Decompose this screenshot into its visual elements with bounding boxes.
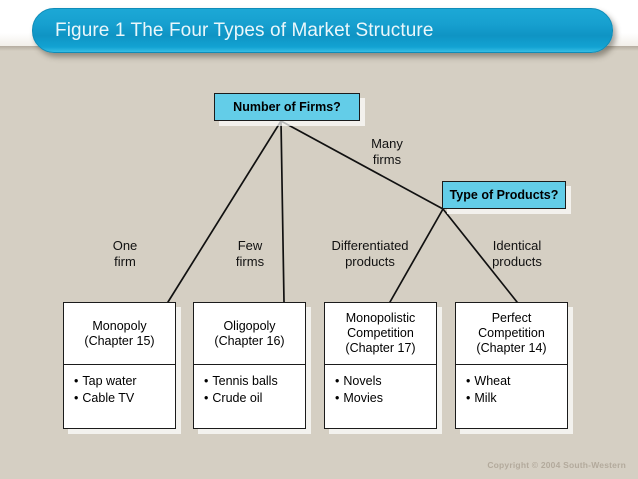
slide-title: Figure 1 The Four Types of Market Struct… [55, 20, 434, 41]
list-item: •Novels [335, 373, 436, 390]
branch-label-differentiated-products: Differentiated products [310, 238, 430, 270]
bullet-icon: • [335, 391, 340, 405]
example-label: Wheat [474, 374, 511, 388]
outcome-box-monopolistic-competition[interactable]: Monopolistic Competition (Chapter 17) •N… [324, 302, 437, 429]
outcome-title-line1: Perfect [491, 311, 532, 325]
outcome-box-header: Oligopoly (Chapter 16) [194, 303, 305, 365]
edge-firms-to-monopoly [167, 120, 282, 303]
branch-label-identical-products: Identical products [462, 238, 572, 270]
branch-label-line2: firm [114, 254, 136, 269]
outcome-box-monopoly[interactable]: Monopoly (Chapter 15) •Tap water •Cable … [63, 302, 176, 429]
bullet-icon: • [204, 391, 209, 405]
branch-label-many-firms: Many firms [352, 136, 422, 168]
list-item: •Movies [335, 390, 436, 407]
outcome-examples-list: •Novels •Movies [325, 365, 436, 428]
branch-label-few-firms: Few firms [215, 238, 285, 270]
branch-label-line1: One [112, 238, 138, 253]
decision-box-label: Type of Products? [449, 188, 559, 202]
example-label: Milk [474, 391, 497, 405]
branch-label-line2: firms [372, 152, 402, 167]
outcome-box-header: Monopolistic Competition (Chapter 17) [325, 303, 436, 365]
copyright-notice: Copyright © 2004 South-Western [487, 460, 626, 470]
list-item: •Tennis balls [204, 373, 305, 390]
outcome-examples-list: •Tennis balls •Crude oil [194, 365, 305, 428]
example-label: Tennis balls [212, 374, 278, 388]
branch-label-line1: Few [237, 238, 263, 253]
branch-label-line2: products [492, 254, 542, 269]
branch-label-line2: firms [235, 254, 265, 269]
bullet-icon: • [466, 391, 471, 405]
decision-box-label: Number of Firms? [233, 100, 341, 114]
list-item: •Tap water [74, 373, 175, 390]
title-banner: Figure 1 The Four Types of Market Struct… [32, 8, 613, 53]
outcome-chapter: (Chapter 17) [345, 341, 416, 355]
bullet-icon: • [335, 374, 340, 388]
bullet-icon: • [74, 391, 79, 405]
branch-label-line1: Identical [492, 238, 542, 253]
outcome-chapter: (Chapter 16) [214, 333, 285, 348]
list-item: •Cable TV [74, 390, 175, 407]
branch-label-line1: Differentiated [331, 238, 409, 253]
example-label: Novels [343, 374, 382, 388]
list-item: •Milk [466, 390, 567, 407]
outcome-chapter: (Chapter 15) [84, 333, 155, 348]
bullet-icon: • [204, 374, 209, 388]
list-item: •Crude oil [204, 390, 305, 407]
example-label: Movies [343, 391, 383, 405]
bullet-icon: • [74, 374, 79, 388]
example-label: Cable TV [82, 391, 135, 405]
decision-box-number-of-firms[interactable]: Number of Firms? [214, 93, 360, 121]
branch-label-one-firm: One firm [90, 238, 160, 270]
example-label: Tap water [82, 374, 137, 388]
edge-firms-to-oligopoly [280, 120, 285, 303]
branch-label-line2: products [345, 254, 395, 269]
outcome-box-header: Perfect Competition (Chapter 14) [456, 303, 567, 365]
decision-box-type-of-products[interactable]: Type of Products? [442, 181, 566, 209]
outcome-title-line1: Monopoly [92, 318, 147, 333]
outcome-title-line1: Oligopoly [223, 318, 276, 333]
outcome-box-perfect-competition[interactable]: Perfect Competition (Chapter 14) •Wheat … [455, 302, 568, 429]
outcome-box-header: Monopoly (Chapter 15) [64, 303, 175, 365]
outcome-title-line2: Competition [347, 326, 414, 340]
bullet-icon: • [466, 374, 471, 388]
list-item: •Wheat [466, 373, 567, 390]
outcome-examples-list: •Wheat •Milk [456, 365, 567, 428]
outcome-examples-list: •Tap water •Cable TV [64, 365, 175, 428]
outcome-title-line2: Competition [478, 326, 545, 340]
outcome-box-oligopoly[interactable]: Oligopoly (Chapter 16) •Tennis balls •Cr… [193, 302, 306, 429]
outcome-title-line1: Monopolistic [345, 311, 416, 325]
branch-label-line1: Many [371, 136, 403, 151]
example-label: Crude oil [212, 391, 263, 405]
outcome-chapter: (Chapter 14) [476, 341, 547, 355]
